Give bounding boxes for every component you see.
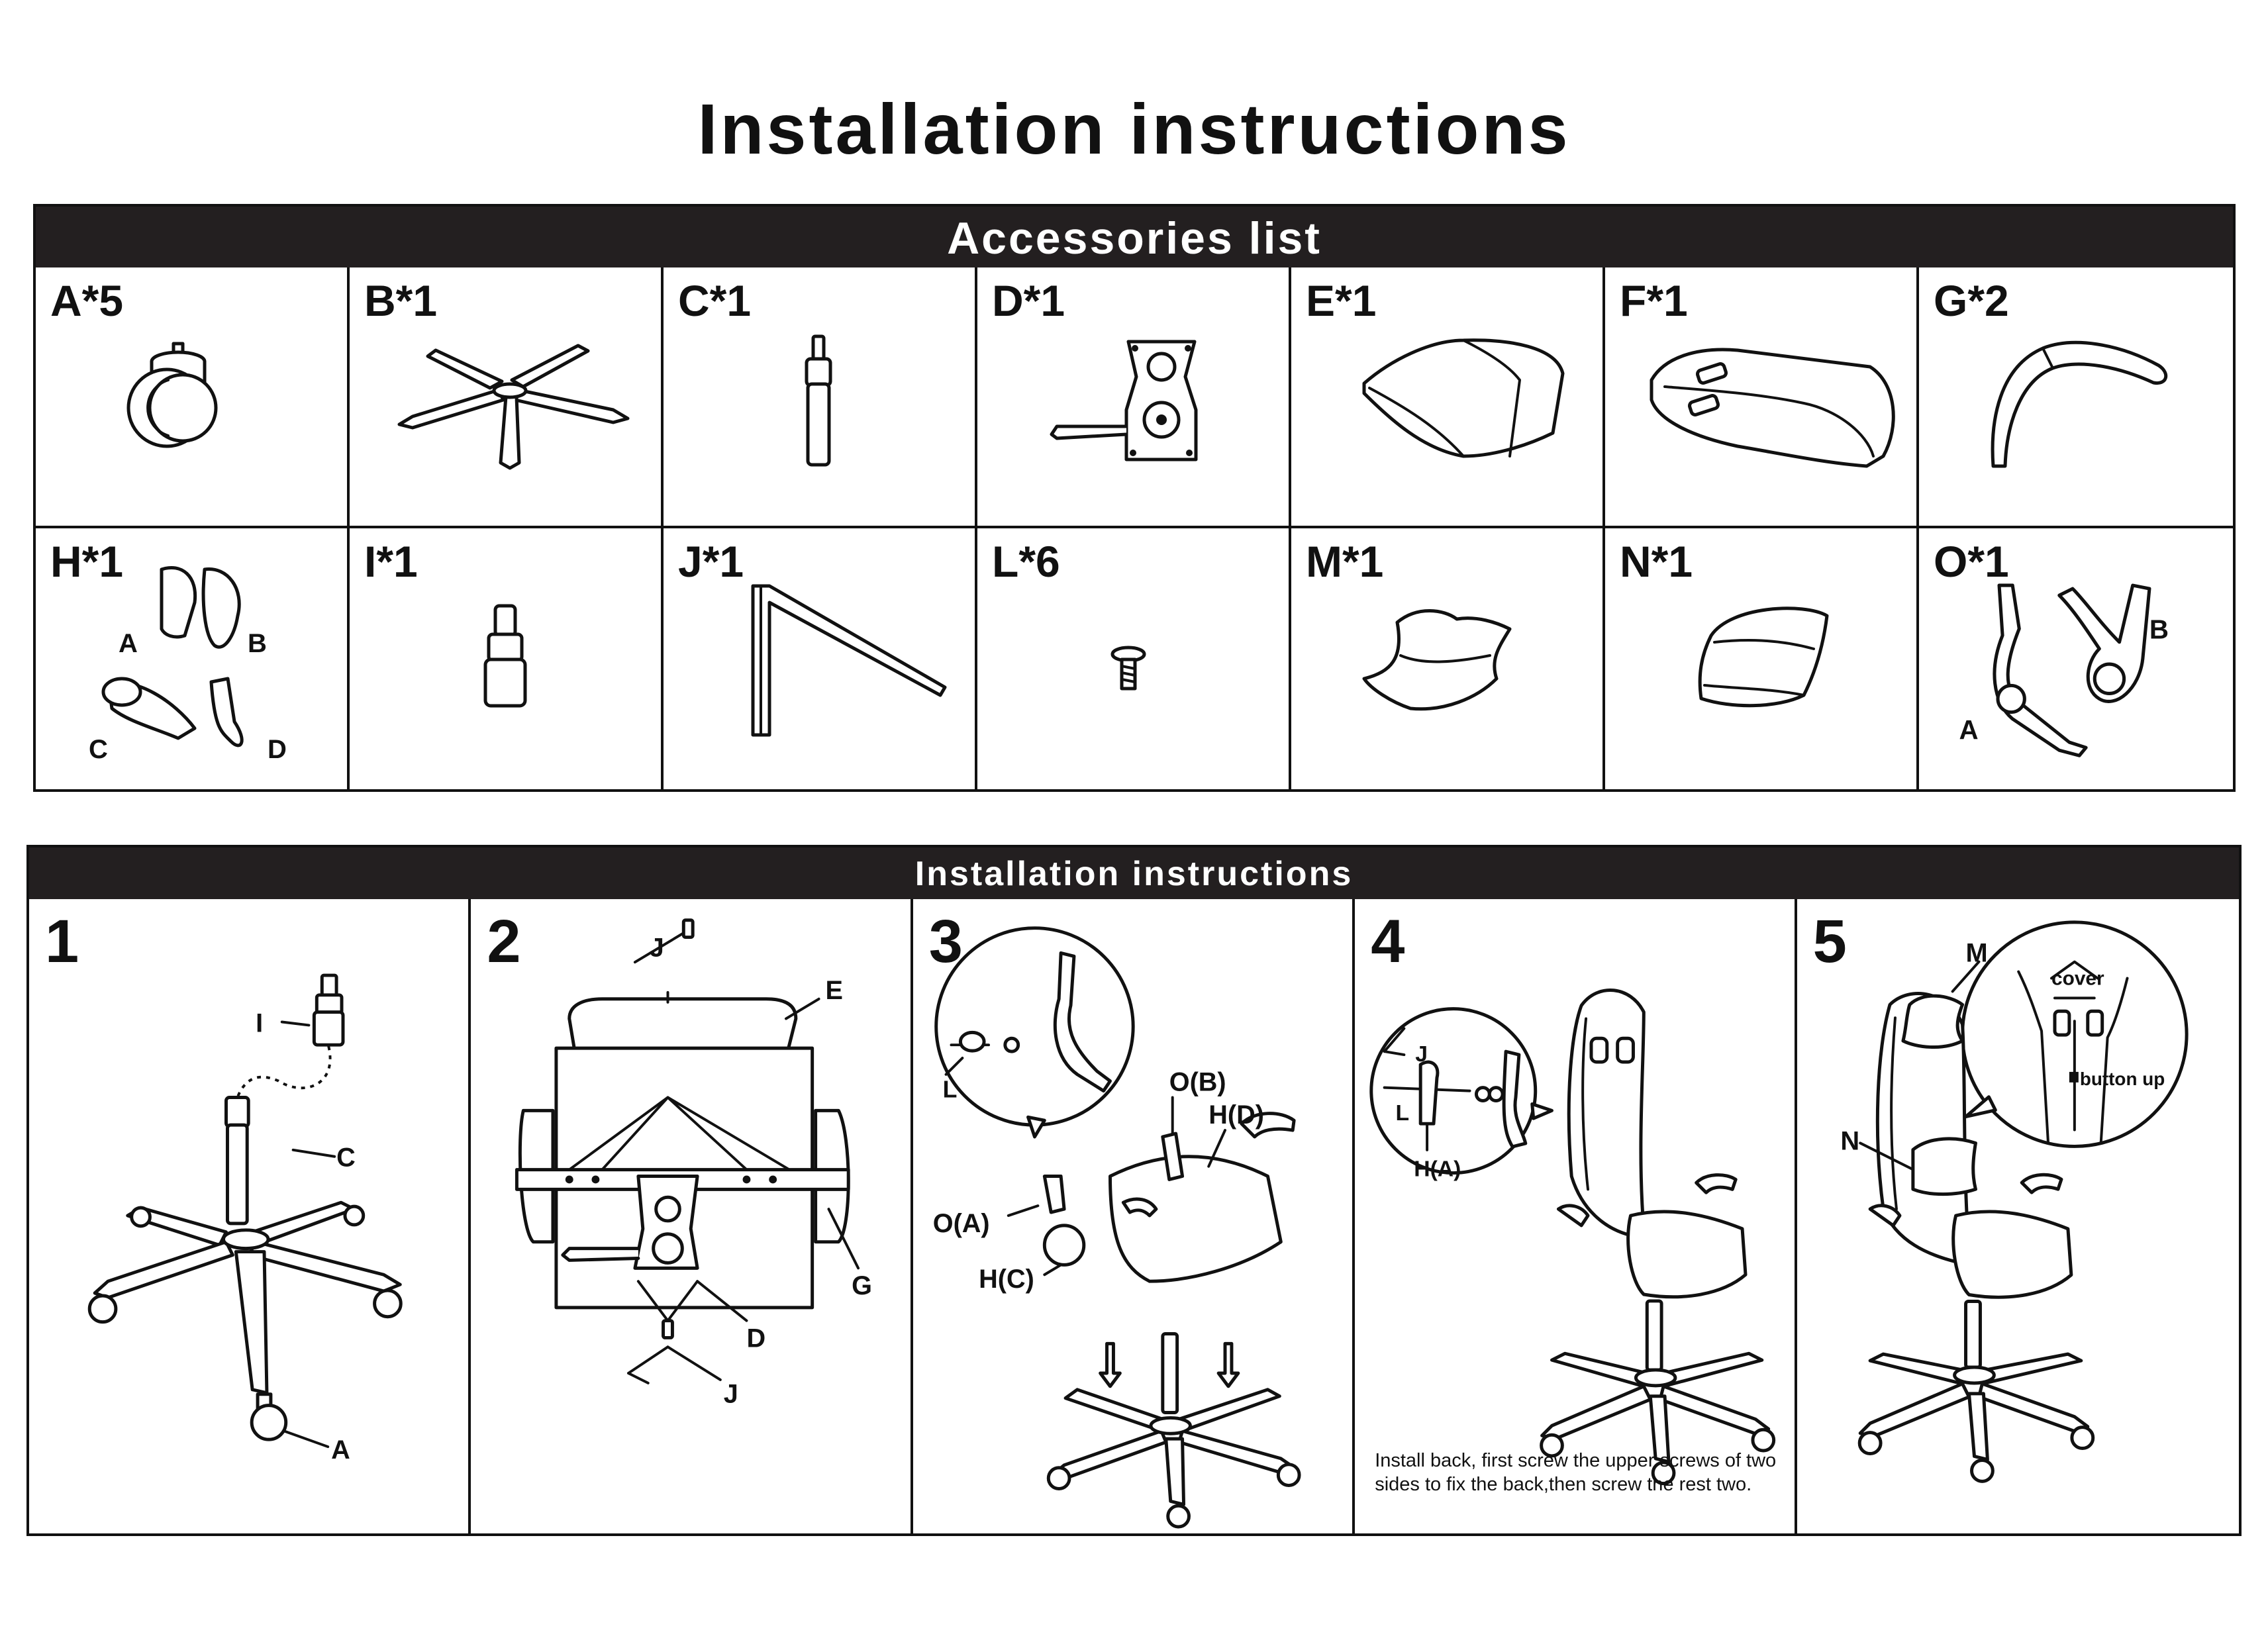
accessory-code: I*1 [364,537,418,586]
step3-label-l: L [942,1077,957,1103]
lumbar-pillow-icon [1698,606,1829,708]
backrest-icon [1650,348,1895,468]
accessory-code: M*1 [1306,537,1384,586]
accessory-item-b: B*1 [350,267,664,528]
screw-icon [1110,646,1146,691]
accessory-code: L*6 [992,537,1060,586]
step2-label-j-bottom: J [724,1380,738,1409]
cylinder-cover-icon [483,604,527,708]
step3-label-ob: O(B) [1169,1068,1226,1097]
step4-note: Install back, first screw the upper scre… [1375,1450,1777,1495]
accessory-item-i: I*1 [350,528,664,789]
step3-label-hd: H(D) [1208,1100,1264,1130]
accessories-panel: Accessories list A*5 B*1 [33,204,2236,792]
head-pillow-icon [1362,609,1512,711]
five-star-base-icon [397,344,630,470]
cover-label-c: C [89,735,108,764]
step-4: 4 J L H(A) [1355,899,1797,1533]
accessory-code: A*5 [50,276,124,325]
step4-label-j: J [1415,1041,1428,1067]
accessory-code: C*1 [678,276,752,325]
accessories-grid: A*5 B*1 C*1 [36,267,2233,789]
accessory-item-c: C*1 [664,267,977,528]
step3-label-oa: O(A) [933,1209,990,1238]
step-5: 5 cover button up M [1797,899,2239,1533]
accessory-item-m: M*1 [1291,528,1605,789]
accessory-code: J*1 [678,537,744,586]
instruction-steps: 1 I C [29,899,2239,1533]
step4-label-l: L [1396,1100,1410,1126]
step3-label-hc: H(C) [979,1265,1034,1294]
accessory-item-f: F*1 [1605,267,1919,528]
step1-label-c: C [336,1143,356,1173]
accessory-code: E*1 [1306,276,1377,325]
step1-label-a: A [331,1435,350,1465]
accessory-item-l: L*6 [977,528,1291,789]
instructions-panel: Installation instructions 1 [26,845,2242,1536]
step5-label-button-up: button up [2079,1069,2164,1089]
accessory-item-n: N*1 [1605,528,1919,789]
step2-label-d: D [747,1324,766,1353]
recline-brackets-icon: B A [1959,583,2169,757]
step-2: 2 J [471,899,913,1533]
step-2-illustration: J E [515,918,873,1409]
step-1: 1 I C [29,899,471,1533]
step-number: 2 [487,908,521,975]
cover-label-d: D [268,735,287,764]
accessory-item-e: E*1 [1291,267,1605,528]
accessory-code: B*1 [364,276,438,325]
step-1-illustration: I C A [87,973,403,1465]
step-number: 4 [1371,908,1405,975]
step1-label-i: I [256,1008,263,1038]
accessory-code: D*1 [992,276,1065,325]
step-3: 3 L O(B) H(D) [913,899,1356,1533]
accessory-item-h: H*1 A B C D [36,528,350,789]
cover-label-b: B [248,629,267,658]
step-4-illustration: J L H(A) [1369,989,1776,1486]
step4-label-ha: H(A) [1414,1157,1461,1182]
accessories-header: Accessories list [36,207,2233,267]
accessory-item-g: G*2 [1919,267,2233,528]
step-3-illustration: L O(B) H(D) O(A) H(C) [933,926,1301,1529]
bracket-label-b: B [2149,614,2169,645]
step2-label-g: G [852,1271,873,1300]
step5-label-n: N [1840,1126,1859,1155]
armrest-icon [1991,340,2168,468]
accessory-code: G*2 [1934,276,2009,325]
accessory-item-a: A*5 [36,267,350,528]
accessory-code: O*1 [1934,537,2009,586]
allen-key-icon [751,584,947,737]
page-title: Installation instructions [697,89,1571,169]
step5-label-cover: cover [2051,967,2104,989]
seat-mechanism-plate-icon [1050,340,1198,461]
accessory-code: H*1 [50,537,124,586]
step-number: 1 [45,908,79,975]
accessory-code: N*1 [1620,537,1693,586]
accessory-code: F*1 [1620,276,1688,325]
bracket-label-a: A [1959,714,1979,745]
seat-cushion-icon [1362,338,1565,458]
cover-label-a: A [119,629,138,658]
accessory-item-d: D*1 [977,267,1291,528]
accessory-item-o: O*1 B A [1919,528,2233,789]
step2-label-j-top: J [650,933,664,962]
gas-cylinder-icon [805,334,832,467]
step-number: 5 [1812,908,1847,975]
step2-label-e: E [826,976,843,1005]
step5-label-m: M [1965,939,1987,968]
instructions-header: Installation instructions [29,847,2239,899]
accessory-item-j: J*1 [664,528,977,789]
side-covers-icon: A B C D [89,565,287,764]
caster-wheel-icon [126,342,218,448]
step-5-illustration: cover button up M N [1840,920,2189,1483]
